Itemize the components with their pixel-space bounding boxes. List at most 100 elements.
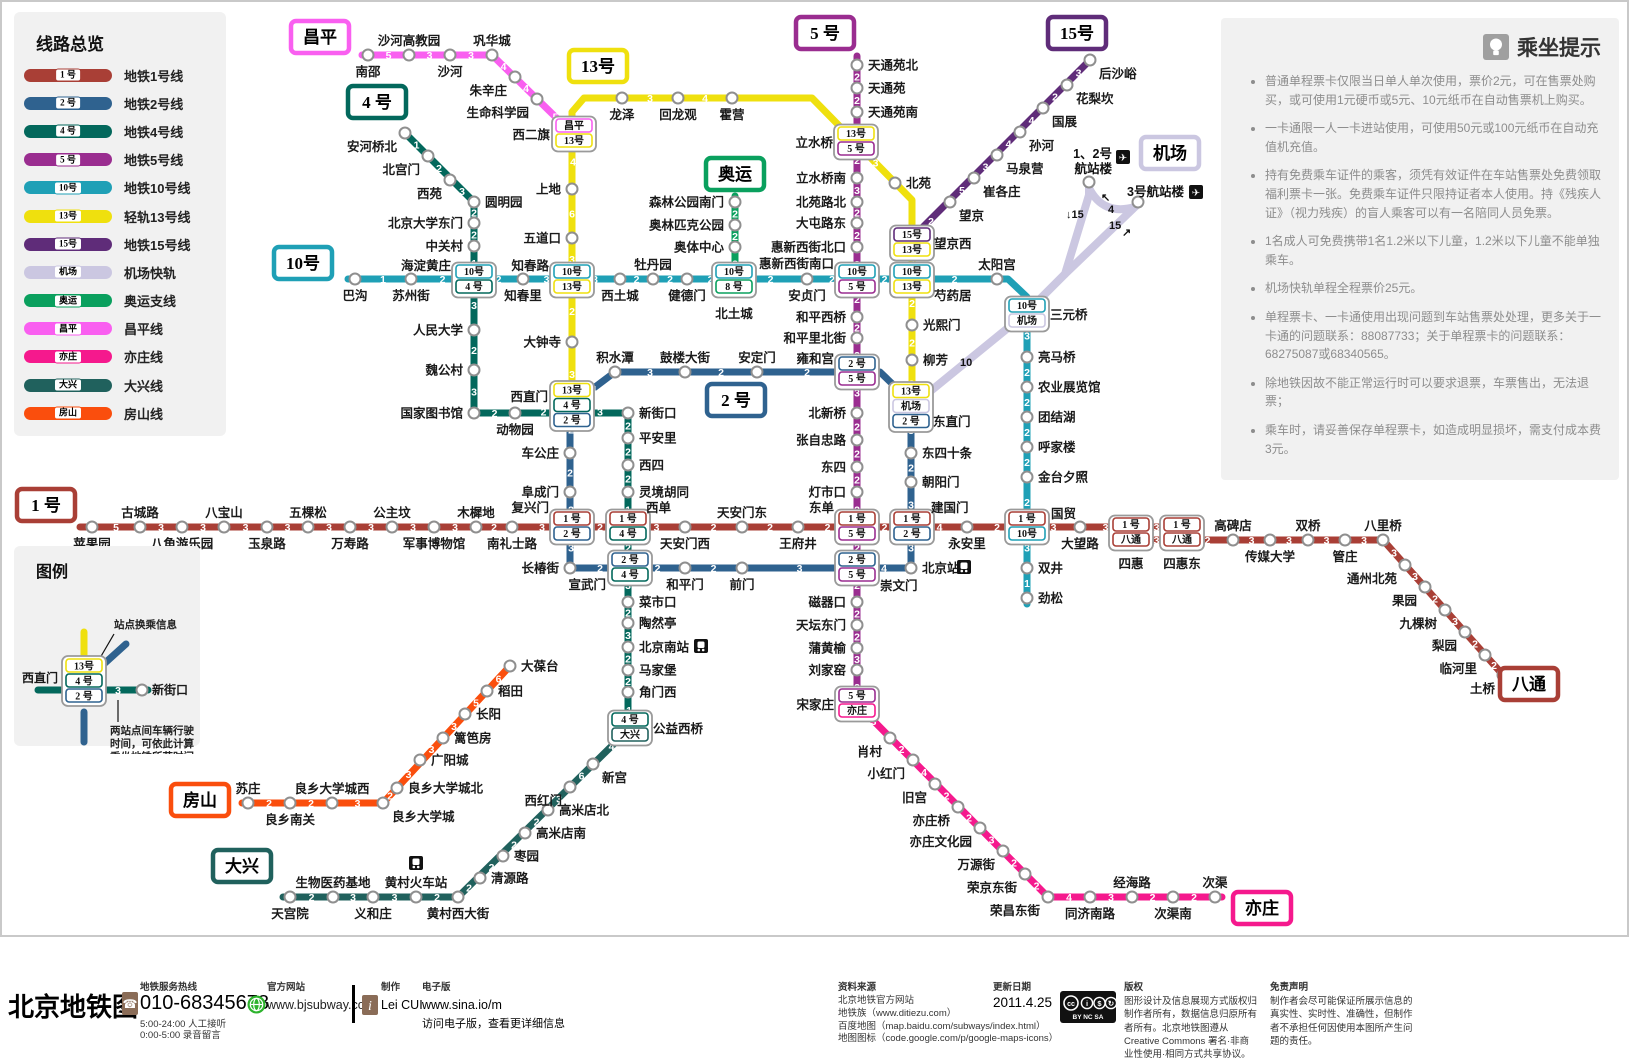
svg-text:4 号: 4 号 — [75, 676, 93, 688]
station-dot — [421, 149, 435, 163]
station-dot — [850, 310, 864, 324]
legend-line-label: 亦庄线 — [124, 350, 164, 366]
station-label: 亦庄桥 — [912, 813, 950, 828]
station-dot — [467, 239, 481, 253]
station-dot — [385, 520, 399, 534]
interchange-label: 四惠东 — [1163, 556, 1201, 571]
travel-time-label: 5 — [595, 111, 601, 123]
interchange-label: 立水桥 — [795, 135, 833, 150]
svg-text:1 号: 1 号 — [563, 513, 581, 525]
station-label: 新街口 — [639, 406, 677, 421]
travel-time-label: 3 — [556, 793, 562, 805]
station-label: 呼家楼 — [1038, 440, 1076, 455]
interchange-label: 崇文门 — [880, 578, 918, 593]
station-label: 北京南站 — [639, 640, 690, 655]
station-dot — [646, 272, 660, 286]
station-label: 万寿路 — [330, 536, 369, 551]
station-dot — [967, 171, 981, 185]
station-dot — [1020, 470, 1034, 484]
station-label: 巩华城 — [473, 33, 511, 48]
line-title-badge-2 号: 2 号 — [704, 381, 768, 419]
travel-time-label: 2 — [854, 542, 860, 554]
svg-text:10号: 10号 — [464, 266, 484, 278]
travel-time-label: 2 — [718, 367, 724, 379]
svg-text:2 号: 2 号 — [563, 415, 581, 427]
interchange-label: 复兴门 — [510, 500, 549, 515]
interchange-label: 海淀黄庄 — [401, 258, 452, 273]
creative-commons-icon: cc i $ ↻ BY NC SA — [1060, 991, 1118, 1028]
station-dot — [458, 707, 472, 721]
eversion-label: 电子版 — [422, 982, 451, 993]
station-label: 古城路 — [121, 505, 159, 520]
travel-time-label: 2 — [854, 421, 860, 433]
travel-time-label: 2 — [625, 653, 631, 665]
station-dot — [951, 800, 965, 814]
station-dot — [283, 890, 297, 904]
svg-text:机场: 机场 — [901, 400, 921, 413]
travel-time-label: 2 — [625, 446, 631, 458]
info-icon: i — [362, 995, 378, 1020]
travel-time-label: 2 — [711, 522, 717, 534]
line-title-badge-15号: 15号 — [1045, 14, 1109, 52]
station-dot — [469, 520, 483, 534]
station-dot — [850, 81, 864, 95]
travel-time-label: 2 — [1011, 857, 1017, 869]
station-label: 北京大学东门 — [388, 216, 463, 231]
updated-date: 2011.4.25 — [993, 995, 1053, 1010]
line-title-badge-5 号: 5 号 — [793, 14, 857, 52]
svg-text:5 号: 5 号 — [848, 281, 866, 293]
station-dot — [1438, 603, 1452, 617]
station-label: 经海路 — [1113, 875, 1151, 890]
travel-time-label: 2 — [732, 231, 738, 243]
website-url[interactable]: www.bjsubway.com — [267, 998, 376, 1012]
lightbulb-icon — [1483, 34, 1509, 60]
station-label: 亦庄文化园 — [909, 834, 972, 849]
station-dot — [800, 272, 814, 286]
travel-time-label: 2 — [1034, 880, 1040, 892]
plane-icon: ✈ — [1116, 150, 1130, 164]
station-label: 天通苑南 — [868, 105, 919, 120]
station-label: 八里桥 — [1363, 518, 1402, 533]
travel-time-label: 2 — [1024, 497, 1030, 509]
station-dot — [467, 195, 481, 209]
station-label: 望京 — [959, 208, 985, 223]
legend-line-pill: 奥运 — [24, 294, 112, 308]
svg-text:i: i — [368, 999, 372, 1014]
travel-time-label: 2 — [899, 744, 905, 756]
travel-time-label: 3 — [1286, 535, 1292, 547]
travel-time-label: 3 — [350, 892, 356, 904]
station-label: 和平西桥 — [795, 310, 847, 325]
legend-item-亦庄线: 亦庄亦庄线 — [14, 343, 226, 371]
interchange-label: 西直门 — [510, 389, 548, 404]
riding-tips-panel: 乘坐提示 普通单程票卡仅限当日单人单次使用，票价2元，可在售票处购买，或可使用1… — [1221, 18, 1619, 480]
travel-time-label: 3 — [1412, 571, 1418, 583]
travel-time-label: 2 — [266, 798, 272, 810]
station-dot — [621, 663, 635, 677]
updated-label: 更新日期 — [993, 982, 1032, 993]
station-label: 荣昌东街 — [989, 903, 1041, 918]
station-label: 西四 — [639, 459, 664, 473]
interchange-badge-四惠东: 1 号八通 — [1159, 514, 1205, 552]
station-label: 车公庄 — [521, 446, 559, 461]
travel-time-label: 3 — [854, 654, 860, 666]
station-dot — [1020, 591, 1034, 605]
hotline-hours-1: 5:00-24:00 人工接听 — [140, 1019, 227, 1030]
travel-time-label: 3 — [392, 892, 398, 904]
source-item: 北京地铁官方网站 — [838, 995, 915, 1006]
travel-time-label: 2 — [491, 522, 497, 534]
train-icon — [957, 560, 971, 574]
station-dot — [1398, 558, 1412, 572]
station-label: 西红门 — [524, 793, 562, 808]
station-label: 安河桥北 — [347, 139, 398, 154]
travel-time-label: 3 — [451, 721, 457, 733]
station-dot — [451, 890, 465, 904]
travel-time-label: 2 — [387, 790, 393, 802]
travel-time-label: 2 — [436, 163, 442, 175]
svg-text:4 号: 4 号 — [619, 528, 637, 540]
station-dot — [217, 520, 231, 534]
station-label: 高米店南 — [536, 826, 587, 841]
station-label: 双井 — [1037, 561, 1064, 576]
eversion-url[interactable]: www.sina.io/m — [422, 998, 502, 1012]
